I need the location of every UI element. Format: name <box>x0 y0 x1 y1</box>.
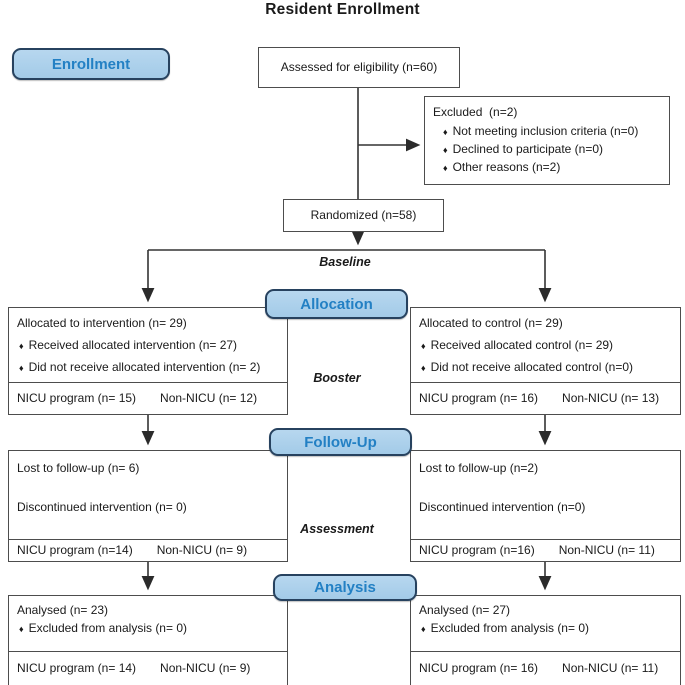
lost-to-followup-right: Lost to follow-up (n=2) <box>419 461 539 475</box>
analysis-stage-badge: Analysis <box>273 574 417 601</box>
excluded-bullet-row: ♦ Other reasons (n=2) <box>433 160 661 175</box>
alloc-right-bullet-row: ♦ Received allocated control (n= 29) <box>419 338 672 353</box>
alloc-left-program-strip: NICU program (n= 15) Non-NICU (n= 12) <box>9 382 287 414</box>
followup-right-non-nicu-count: Non-NICU (n= 11) <box>558 543 655 557</box>
analysis-right-non-nicu-count: Non-NICU (n= 11) <box>562 661 659 675</box>
diamond-bullet-icon: ♦ <box>443 127 448 137</box>
analysis-left-main: Analysed (n= 23) ♦ Excluded from analysi… <box>9 596 287 651</box>
enrollment-stage-badge: Enrollment <box>12 48 170 80</box>
assessment-phase-label: Assessment <box>300 522 374 536</box>
followup-right-nicu-count: NICU program (n=16) <box>419 543 535 557</box>
alloc-right-bullet-text: Received allocated control (n= 29) <box>430 338 614 352</box>
allocated-control-main: Allocated to control (n= 29) ♦ Received … <box>411 308 680 382</box>
followup-stage-label: Follow-Up <box>304 433 377 451</box>
randomized-box: Randomized (n=58) <box>283 199 444 232</box>
analysis-right-main: Analysed (n= 27) ♦ Excluded from analysi… <box>411 596 680 651</box>
followup-left-non-nicu-count: Non-NICU (n= 9) <box>156 543 248 557</box>
diamond-bullet-icon: ♦ <box>421 363 426 373</box>
excluded-bullet-text: Not meeting inclusion criteria (n=0) <box>452 124 639 138</box>
alloc-right-program-strip: NICU program (n= 16) Non-NICU (n= 13) <box>411 382 680 414</box>
baseline-phase-label: Baseline <box>319 255 371 269</box>
allocated-intervention-box: Allocated to intervention (n= 29) ♦ Rece… <box>8 307 288 415</box>
diamond-bullet-icon: ♦ <box>19 624 24 634</box>
diamond-bullet-icon: ♦ <box>443 163 448 173</box>
analysis-left-bullet-row: ♦ Excluded from analysis (n= 0) <box>17 621 279 636</box>
analysis-left-bullet-text: Excluded from analysis (n= 0) <box>28 621 187 635</box>
allocated-control-box: Allocated to control (n= 29) ♦ Received … <box>410 307 681 415</box>
analysis-right-bullet-text: Excluded from analysis (n= 0) <box>430 621 589 635</box>
alloc-right-non-nicu-count: Non-NICU (n= 13) <box>562 391 660 405</box>
followup-stage-badge: Follow-Up <box>269 428 412 456</box>
analysis-right-program-strip: NICU program (n= 16) Non-NICU (n= 11) <box>411 651 680 685</box>
diamond-bullet-icon: ♦ <box>19 341 24 351</box>
diamond-bullet-icon: ♦ <box>19 363 24 373</box>
analysed-right-title: Analysed (n= 27) <box>419 603 511 617</box>
analysis-stage-label: Analysis <box>314 579 376 596</box>
followup-right-main: Lost to follow-up (n=2) Discontinued int… <box>411 451 680 539</box>
excluded-box: Excluded (n=2) ♦ Not meeting inclusion c… <box>424 96 670 185</box>
discontinued-right: Discontinued intervention (n=0) <box>419 500 586 514</box>
alloc-left-bullet-text: Received allocated intervention (n= 27) <box>28 338 238 352</box>
diagram-title: Resident Enrollment <box>265 1 420 18</box>
analysis-left-program-strip: NICU program (n= 14) Non-NICU (n= 9) <box>9 651 287 685</box>
analysis-left-non-nicu-count: Non-NICU (n= 9) <box>160 661 251 675</box>
alloc-left-nicu-count: NICU program (n= 15) <box>17 391 137 405</box>
followup-left-box: Lost to follow-up (n= 6) Discontinued in… <box>8 450 288 562</box>
allocation-stage-label: Allocation <box>300 295 373 313</box>
assessed-eligibility-text: Assessed for eligibility (n=60) <box>280 60 438 74</box>
allocated-intervention-main: Allocated to intervention (n= 29) ♦ Rece… <box>9 308 287 382</box>
alloc-left-bullet-row: ♦ Received allocated intervention (n= 27… <box>17 338 279 353</box>
analysed-left-title: Analysed (n= 23) <box>17 603 109 617</box>
followup-left-nicu-count: NICU program (n=14) <box>17 543 133 557</box>
alloc-left-non-nicu-count: Non-NICU (n= 12) <box>160 391 258 405</box>
randomized-text: Randomized (n=58) <box>310 208 417 222</box>
allocated-control-title: Allocated to control (n= 29) <box>419 316 563 330</box>
analysis-left-box: Analysed (n= 23) ♦ Excluded from analysi… <box>8 595 288 685</box>
excluded-bullet-text: Other reasons (n=2) <box>452 160 561 174</box>
followup-right-program-strip: NICU program (n=16) Non-NICU (n= 11) <box>411 539 680 561</box>
excluded-bullet-row: ♦ Declined to participate (n=0) <box>433 142 661 157</box>
diamond-bullet-icon: ♦ <box>443 145 448 155</box>
assessed-eligibility-box: Assessed for eligibility (n=60) <box>258 47 460 88</box>
alloc-left-bullet-row: ♦ Did not receive allocated intervention… <box>17 360 279 375</box>
followup-right-box: Lost to follow-up (n=2) Discontinued int… <box>410 450 681 562</box>
diamond-bullet-icon: ♦ <box>421 341 426 351</box>
allocation-stage-badge: Allocation <box>265 289 408 319</box>
alloc-right-bullet-text: Did not receive allocated control (n=0) <box>430 360 634 374</box>
followup-left-main: Lost to follow-up (n= 6) Discontinued in… <box>9 451 287 539</box>
diamond-bullet-icon: ♦ <box>421 624 426 634</box>
analysis-right-nicu-count: NICU program (n= 16) <box>419 661 539 675</box>
analysis-left-nicu-count: NICU program (n= 14) <box>17 661 137 675</box>
discontinued-left: Discontinued intervention (n= 0) <box>17 500 187 514</box>
analysis-right-box: Analysed (n= 27) ♦ Excluded from analysi… <box>410 595 681 685</box>
allocated-intervention-title: Allocated to intervention (n= 29) <box>17 316 187 330</box>
excluded-bullet-text: Declined to participate (n=0) <box>452 142 604 156</box>
enrollment-stage-label: Enrollment <box>51 55 131 73</box>
alloc-right-bullet-row: ♦ Did not receive allocated control (n=0… <box>419 360 672 375</box>
alloc-right-nicu-count: NICU program (n= 16) <box>419 391 539 405</box>
excluded-bullet-row: ♦ Not meeting inclusion criteria (n=0) <box>433 124 661 139</box>
analysis-right-bullet-row: ♦ Excluded from analysis (n= 0) <box>419 621 672 636</box>
alloc-left-bullet-text: Did not receive allocated intervention (… <box>28 360 261 374</box>
excluded-title: Excluded (n=2) <box>433 105 518 119</box>
booster-phase-label: Booster <box>313 371 361 385</box>
lost-to-followup-left: Lost to follow-up (n= 6) <box>17 461 140 475</box>
followup-left-program-strip: NICU program (n=14) Non-NICU (n= 9) <box>9 539 287 561</box>
